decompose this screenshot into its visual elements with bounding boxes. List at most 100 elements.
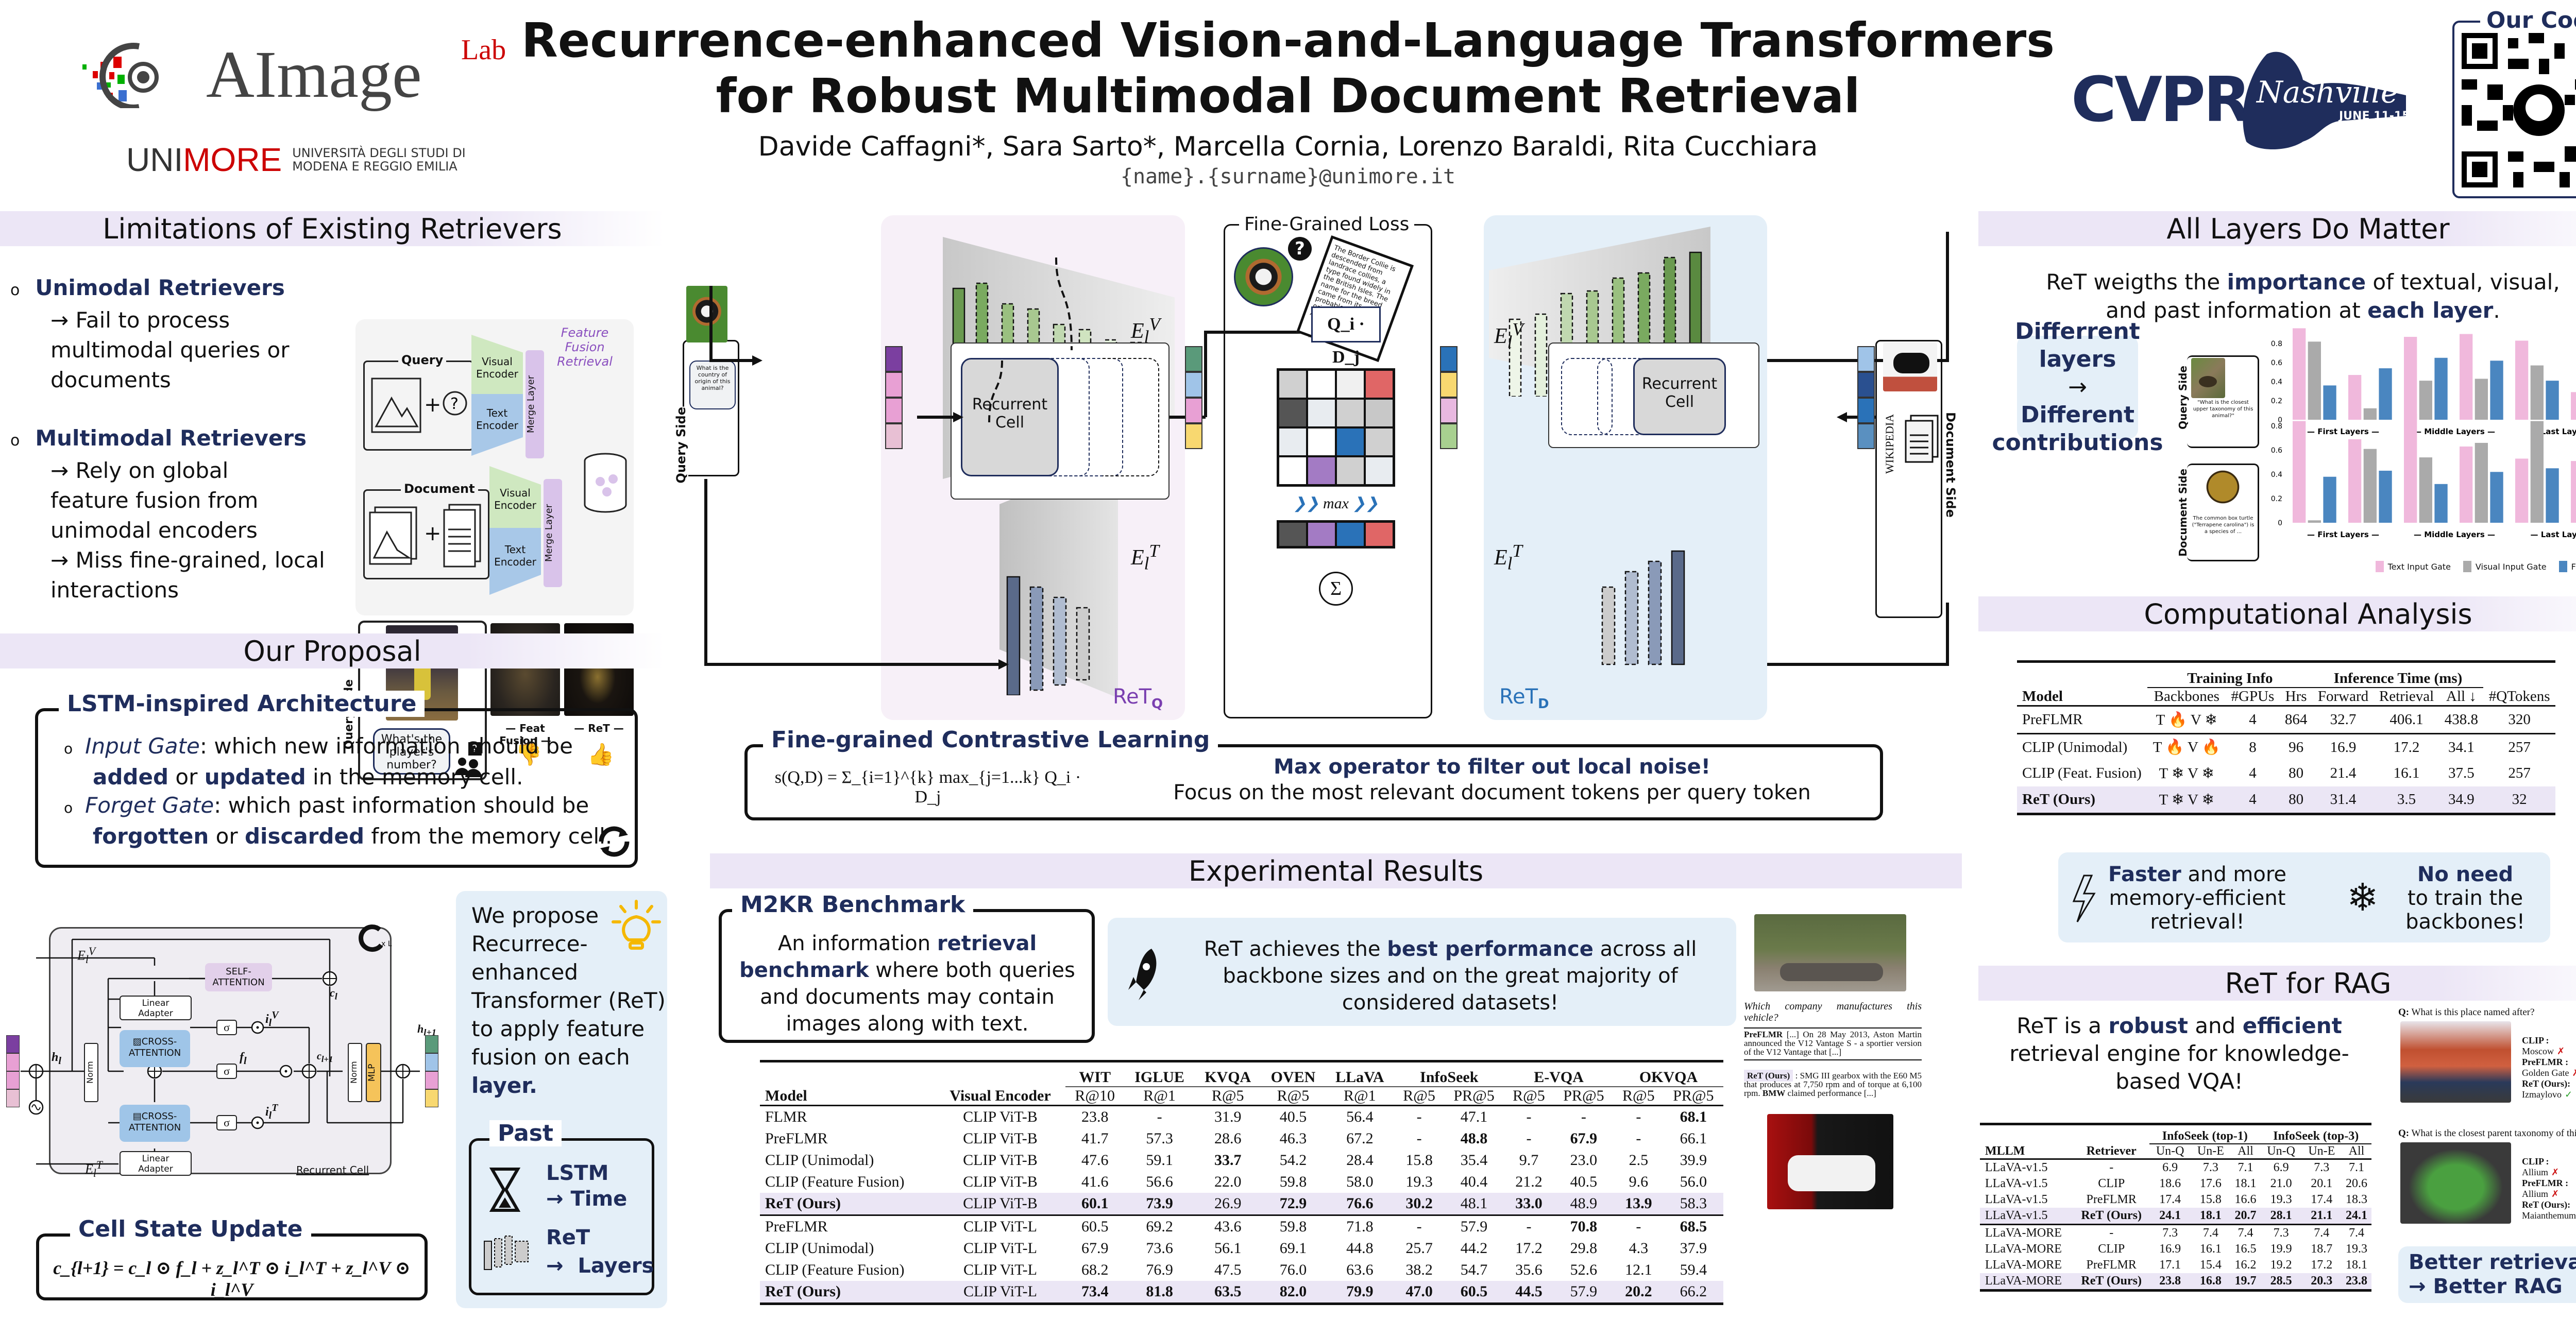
bar-forget-gate (2434, 484, 2448, 523)
cell-mllm: LLaVA-MORE (1985, 1242, 2062, 1256)
text-encoder-doc: Text Encoder (489, 528, 541, 595)
cell-retrieval: 16.1 (2393, 765, 2420, 781)
cell-value: - (1526, 1130, 1532, 1147)
cell-value: 66.2 (1663, 1281, 1723, 1304)
retd-label: ReTD (1499, 685, 1549, 712)
cell-value: 18.3 (2345, 1193, 2367, 1206)
cell-backbones: T ❄ V ❄ (2159, 765, 2214, 782)
cell-forward: 16.9 (2330, 739, 2357, 756)
contrastive-formula: s(Q,D) = Σ_{i=1}^{k} max_{j=1...k} Q_i ·… (774, 768, 1081, 807)
cell-value: 69.2 (1146, 1218, 1173, 1235)
qr-code[interactable] (2462, 33, 2576, 187)
recurrent-cell-wiring (21, 924, 420, 1165)
cell-value: 40.4 (1460, 1173, 1488, 1190)
cell-value: 76.6 (1325, 1193, 1395, 1215)
we-propose-box: We propose Recurrece- enhanced Transform… (456, 891, 667, 1308)
cell-value: 82.0 (1261, 1281, 1326, 1304)
dataset-header: OKVQA (1614, 1061, 1723, 1087)
cell-value: 67.9 (1081, 1240, 1109, 1257)
label-c: cl (330, 986, 337, 1002)
cell-value: 47.5 (1214, 1261, 1242, 1278)
bar-forget-gate (2379, 470, 2392, 523)
answer-value: Moscow✗ (2522, 1046, 2565, 1056)
cell-value: 29.8 (1570, 1240, 1598, 1257)
cell-value: 12.1 (1625, 1261, 1652, 1278)
refresh-icon (599, 826, 630, 857)
cell-value: 13.9 (1614, 1193, 1664, 1215)
limitation-line: interactions (50, 577, 179, 603)
cvpr-text: CVPR (2071, 64, 2251, 136)
cell-value: 2.5 (1629, 1152, 1649, 1169)
cell-value: 47.6 (1081, 1152, 1109, 1169)
bar-visual-input-gate (2308, 520, 2321, 523)
cell-qtokens: 257 (2508, 765, 2531, 781)
cell-value: 21.2 (1515, 1173, 1543, 1190)
label-h-next: hl+1 (417, 1022, 436, 1038)
cell-value: 7.4 (2202, 1226, 2218, 1240)
group-label: — Middle Layers — (2414, 530, 2495, 539)
cell-value: 18.7 (2311, 1242, 2333, 1256)
m2kr-text: An information retrieval benchmark where… (739, 932, 1075, 1036)
lightbulb-icon (612, 900, 661, 950)
document-side-label: Document Side (1943, 412, 1958, 518)
input-token-stack (6, 1035, 20, 1107)
cell-value: 59.4 (1680, 1261, 1707, 1278)
bar-visual-input-gate (2363, 408, 2377, 420)
cell-state-update-box: Cell State Update c_{l+1} = c_l ⊙ f_l + … (36, 1216, 428, 1300)
dataset-header: KVQA (1194, 1061, 1261, 1087)
cell-value: 41.7 (1081, 1130, 1109, 1147)
cell-all: 34.9 (2439, 786, 2484, 814)
cell-model: ReT (Ours) (760, 1281, 935, 1304)
y-tick-label: 0.8 (2271, 422, 2282, 431)
cell-value: 19.3 (2270, 1193, 2292, 1206)
sum-symbol: Σ (1319, 572, 1353, 606)
bar-visual-input-gate (2419, 381, 2432, 420)
cell-value: 73.9 (1124, 1193, 1195, 1215)
cell-mllm: LLaVA-v1.5 (1985, 1193, 2048, 1206)
authors: Davide Caffagni*, Sara Sarto*, Marcella … (758, 131, 1818, 162)
bar-forget-gate (2490, 361, 2503, 420)
cell-retrieval: 3.5 (2374, 786, 2439, 814)
cell-encoder: CLIP ViT-L (963, 1218, 1037, 1235)
cell-value: 22.0 (1214, 1173, 1242, 1190)
retd-ev-label: ElV (1494, 319, 1523, 352)
dataset-header: LLaVA (1325, 1061, 1395, 1087)
cell-model: CLIP (Feature Fusion) (765, 1173, 905, 1190)
group-label: — First Layers — (2307, 530, 2379, 539)
contrastive-legend: Fine-grained Contrastive Learning (763, 727, 1218, 753)
linear-adapter-top: Linear Adapter (120, 996, 192, 1020)
metric-header: R@5 (1513, 1087, 1545, 1104)
aimagelab-eye-icon (82, 43, 159, 108)
text-encoder-query: Text Encoder (471, 394, 523, 456)
code-label: Our Code (2480, 7, 2576, 33)
cell-value: 26.9 (1194, 1193, 1261, 1215)
cell-value: 7.3 (2202, 1161, 2218, 1174)
legend-label: Forget Gate (2571, 561, 2576, 572)
doc-turtle-image (2197, 466, 2244, 512)
cell-all: 34.1 (2448, 739, 2475, 756)
code-box[interactable]: Our Code (2452, 7, 2576, 198)
y-tick-label: 0.6 (2271, 447, 2282, 455)
cell-value: 25.7 (1405, 1240, 1433, 1257)
cell-gpus: 4 (2249, 765, 2257, 781)
cross-icon: ✗ (2551, 1189, 2560, 1199)
cell-backbones: T 🔥 V 🔥 (2153, 739, 2221, 756)
section-header-layers: All Layers Do Matter (1978, 211, 2576, 246)
column-header: Retriever (2086, 1144, 2137, 1158)
label-ev: ElV (77, 945, 96, 966)
bar-visual-input-gate (2475, 442, 2488, 523)
cell-value: 15.4 (2199, 1258, 2222, 1272)
cell-backbones: T 🔥 V ❄ (2156, 712, 2217, 728)
cell-retrieval: 17.2 (2393, 739, 2420, 756)
we-propose-text: We propose Recurrece- enhanced Transform… (471, 901, 667, 1100)
limitation-line: documents (50, 367, 171, 392)
bar-text-input-gate (2460, 334, 2473, 420)
cell-retrieval: 406.1 (2389, 711, 2424, 728)
metric-header: R@1 (1143, 1087, 1176, 1104)
cell-retriever: - (2109, 1161, 2114, 1174)
dataset-header: OVEN (1261, 1061, 1326, 1087)
